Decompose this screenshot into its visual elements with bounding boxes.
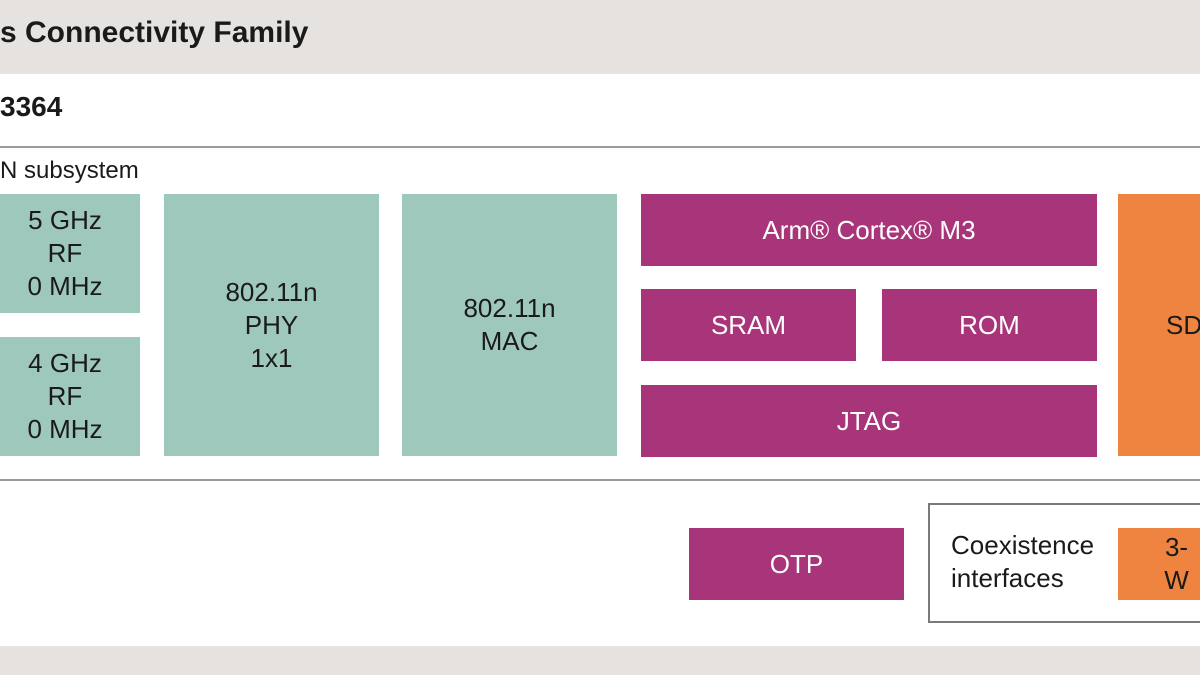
three-wire-block: 3-W — [1118, 528, 1200, 600]
subsystem-divider — [0, 479, 1200, 481]
cortex-m3-block: Arm® Cortex® M3 — [641, 194, 1097, 266]
family-title: s Connectivity Family — [0, 16, 309, 49]
rf-5ghz-block: 5 GHz RF 0 MHz — [0, 194, 140, 313]
phy-block: 802.11n PHY 1x1 — [164, 194, 379, 456]
header-band — [0, 0, 1200, 74]
chip-divider — [0, 146, 1200, 148]
sram-block: SRAM — [641, 289, 856, 361]
coexistence-label: Coexistence interfaces — [951, 530, 1095, 593]
rom-block: ROM — [882, 289, 1097, 361]
jtag-block: JTAG — [641, 385, 1097, 457]
sdio-block: SD — [1118, 194, 1200, 456]
subsystem-label: N subsystem — [0, 157, 139, 184]
chip-title: 3364 — [0, 91, 63, 122]
mac-block: 802.11n MAC — [402, 194, 617, 456]
rf-24ghz-block: 4 GHz RF 0 MHz — [0, 337, 140, 456]
footer-band — [0, 646, 1200, 675]
otp-block: OTP — [689, 528, 904, 600]
